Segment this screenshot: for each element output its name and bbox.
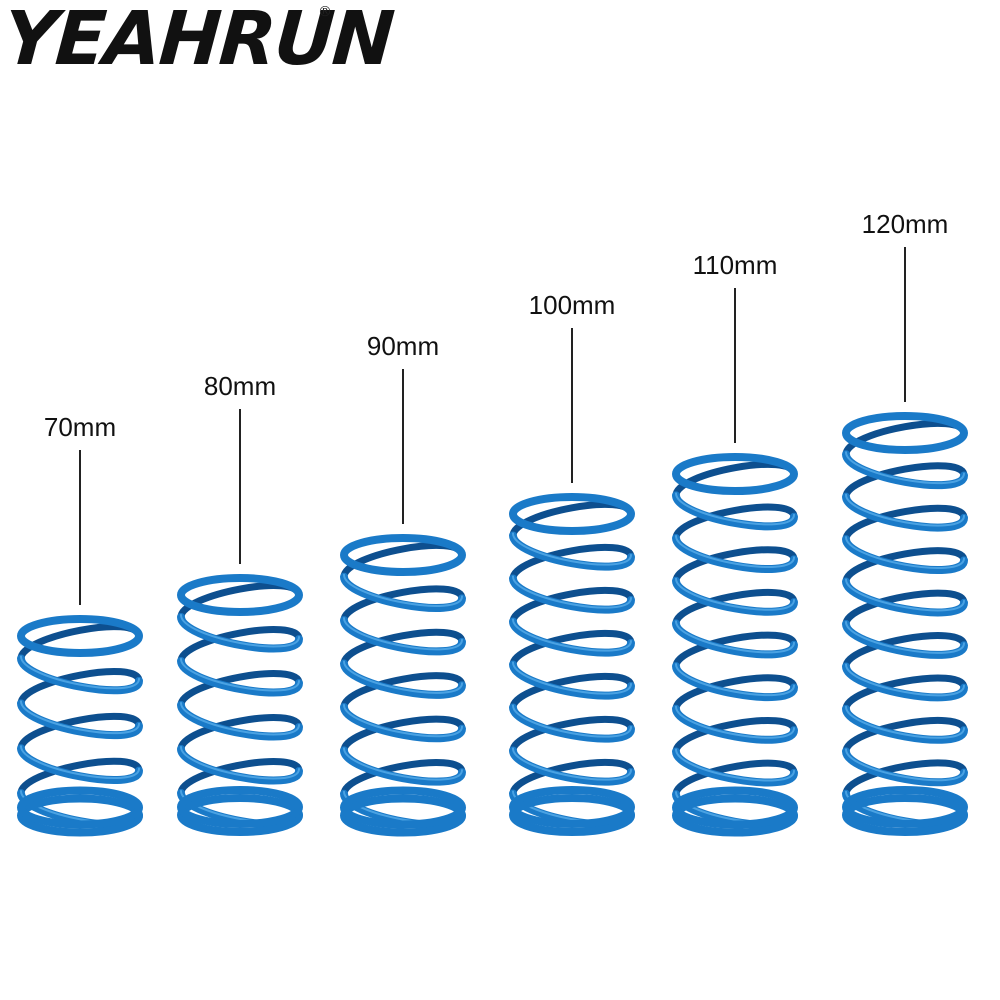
spring-leader-line [571,328,573,483]
spring-size-label: 70mm [43,411,117,442]
coil-spring [340,533,466,836]
spring-size-label: 120mm [861,209,949,239]
spring-leader-line [79,449,81,605]
spring-leader-line [904,247,906,402]
spring-size-label: 100mm [528,290,616,320]
brand-logo: YEAHRUN [0,0,396,82]
coil-spring [509,493,635,836]
coil-spring [842,412,968,836]
spring-size-label: 80mm [203,371,277,401]
coil-spring [672,452,798,836]
spring-size-label: 110mm [692,249,778,280]
spring-leader-line [734,287,736,443]
spring-size-label: 90mm [366,330,440,361]
coil-spring [17,614,143,836]
spring-leader-line [239,409,241,564]
coil-spring [177,574,303,836]
registered-trademark-mark: ® [318,4,332,20]
spring-leader-line [402,368,404,524]
